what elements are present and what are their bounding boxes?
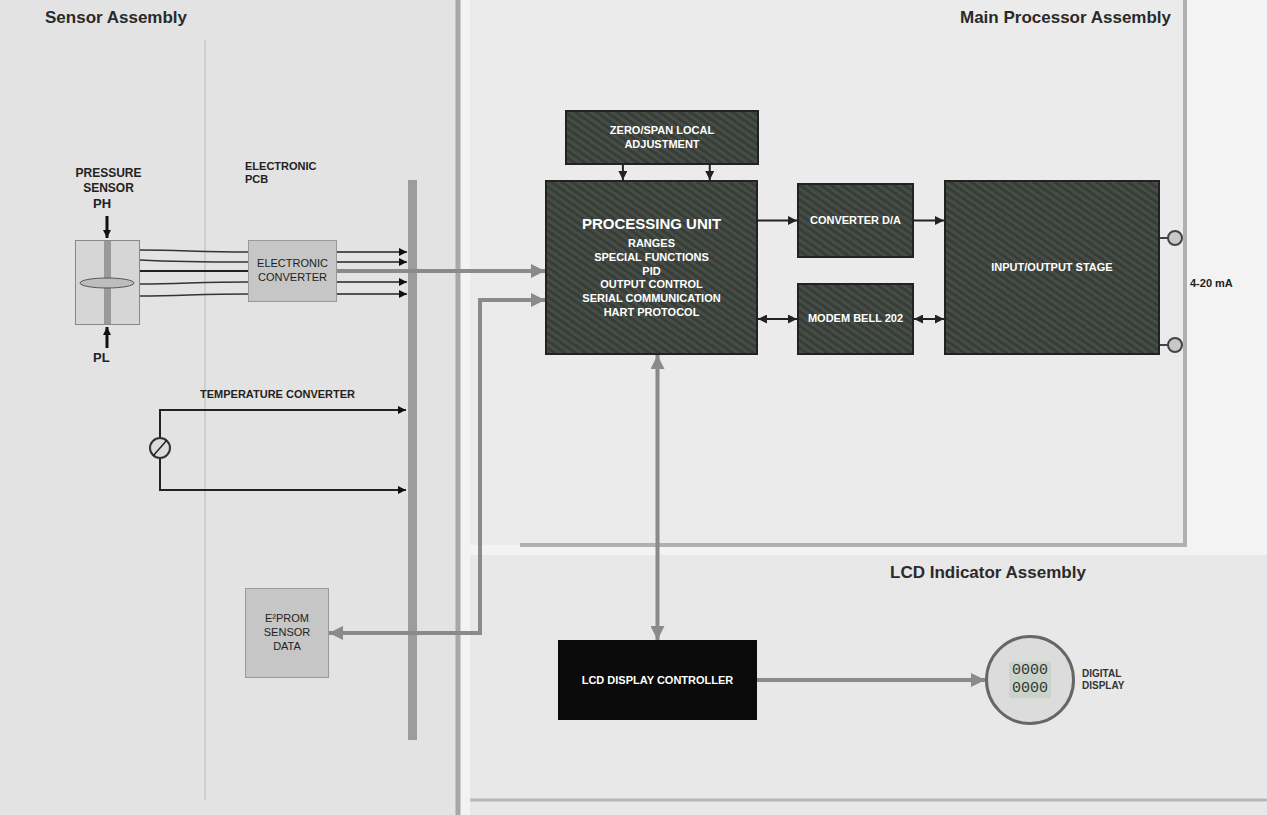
display-digits: 0000: [1009, 680, 1051, 698]
display-label: DIGITAL DISPLAY: [1082, 668, 1148, 692]
box-line: SERIAL COMMUNICATION: [582, 292, 720, 306]
panel-heading: LCD Indicator Assembly: [890, 563, 1086, 583]
box-line: HART PROTOCOL: [604, 306, 700, 320]
digital-display: 00000000DIGITAL DISPLAY: [985, 635, 1075, 725]
text-label: PH: [93, 196, 111, 212]
converter-box: ELECTRONIC CONVERTER: [248, 240, 337, 302]
eeprom-box: E²PROM SENSOR DATA: [245, 588, 329, 678]
connector: [914, 220, 944, 222]
box-line: RANGES: [628, 237, 675, 251]
box-label: CONVERTER D/A: [810, 214, 901, 228]
adjustment-box: ZERO/SPAN LOCAL ADJUSTMENT: [565, 110, 759, 165]
box-label: E²PROM SENSOR DATA: [252, 612, 322, 653]
display-digits: 0000: [1009, 662, 1051, 680]
box-label: LCD DISPLAY CONTROLLER: [582, 673, 734, 687]
connector: [758, 220, 797, 222]
box-line: OUTPUT CONTROL: [600, 278, 703, 292]
box-label: MODEM BELL 202: [808, 312, 903, 326]
box-label: ZERO/SPAN LOCAL ADJUSTMENT: [573, 124, 751, 152]
modem-box: MODEM BELL 202: [797, 283, 914, 355]
lcd-assembly-panel: LCD Indicator AssemblyLCD DISPLAY CONTRO…: [470, 555, 1267, 815]
panel-heading: Sensor Assembly: [45, 8, 187, 28]
connector: [758, 318, 797, 320]
sensor-wires: [140, 250, 248, 296]
io-stage-box: INPUT/OUTPUT STAGE: [944, 180, 1160, 355]
lcd-controller-box: LCD DISPLAY CONTROLLER: [558, 640, 757, 720]
data-bus: [408, 180, 417, 740]
box-label: ELECTRONIC CONVERTER: [255, 257, 330, 285]
text-label: TEMPERATURE CONVERTER: [200, 388, 355, 401]
connector: [140, 270, 248, 272]
box-label: INPUT/OUTPUT STAGE: [991, 261, 1112, 275]
connector: [709, 165, 711, 180]
connector: [757, 678, 985, 682]
text-label: ELECTRONIC PCB: [245, 160, 325, 186]
text-label: 4-20 mA: [1190, 277, 1233, 290]
output-terminals: [1160, 231, 1182, 352]
pressure-sensor: PRESSURE SENSOR: [75, 240, 140, 325]
box-label: PROCESSING UNIT: [582, 215, 721, 234]
processor-assembly-panel: Main Processor AssemblyZERO/SPAN LOCAL A…: [470, 0, 1185, 545]
da-converter-box: CONVERTER D/A: [797, 183, 914, 258]
box-line: SPECIAL FUNCTIONS: [594, 251, 709, 265]
connector: [914, 318, 944, 320]
text-label: PL: [93, 350, 110, 366]
processing-box: PROCESSING UNIT RANGESSPECIAL FUNCTIONSPI…: [545, 180, 758, 355]
temperature-loop: [150, 410, 406, 490]
diaphragm-symbol: [76, 241, 139, 324]
connector: [329, 300, 545, 633]
connector: [656, 355, 660, 640]
connector: [337, 269, 545, 273]
sensor-assembly-panel: Sensor AssemblyPRESSURE SENSOR ELECTRONIC…: [0, 0, 458, 815]
box-line: PID: [642, 265, 660, 279]
connector: [622, 165, 624, 180]
panel-heading: Main Processor Assembly: [960, 8, 1171, 28]
node-heading: PRESSURE SENSOR: [56, 166, 161, 195]
